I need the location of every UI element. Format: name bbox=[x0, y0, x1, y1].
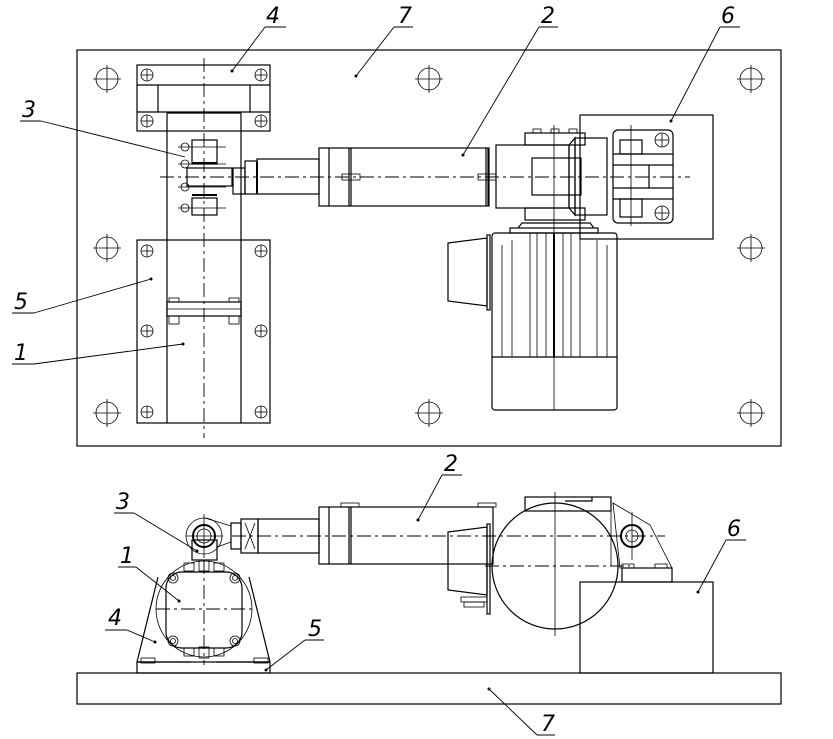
callout-6-elev: 6 bbox=[696, 517, 746, 594]
callout-7-elev: 7 bbox=[487, 687, 555, 737]
mounting-hole-icon bbox=[93, 234, 121, 262]
mounting-hole-icon bbox=[93, 399, 121, 427]
plan-actuator-mount bbox=[579, 114, 714, 240]
elev-gearbox-motor bbox=[485, 492, 673, 636]
mounting-hole-icon bbox=[737, 399, 765, 427]
callout-3-elev: 3 bbox=[114, 490, 199, 553]
mounting-hole-icon bbox=[415, 399, 443, 427]
elev-base-plate bbox=[76, 672, 782, 705]
elevation-view bbox=[76, 492, 782, 705]
plan-base-holes bbox=[93, 65, 765, 427]
callout-2-plan: 2 bbox=[461, 4, 558, 157]
callout-1-plan: 1 bbox=[12, 341, 185, 366]
callout-label: 6 bbox=[727, 517, 741, 542]
mounting-hole-icon bbox=[415, 65, 443, 93]
plan-support-bracket bbox=[136, 64, 271, 132]
callout-label: 2 bbox=[444, 452, 458, 477]
elev-shaft-housing bbox=[156, 559, 252, 665]
elev-actuator-mount bbox=[579, 581, 714, 674]
callout-label: 3 bbox=[116, 490, 130, 515]
callout-label: 5 bbox=[308, 617, 322, 642]
callout-5-plan: 5 bbox=[12, 277, 153, 315]
callout-label: 1 bbox=[14, 341, 28, 366]
callout-7-plan: 7 bbox=[354, 4, 413, 78]
elev-actuator bbox=[230, 502, 665, 615]
callout-label: 7 bbox=[398, 4, 412, 29]
plan-gearbox-motor bbox=[447, 125, 618, 411]
callout-label: 3 bbox=[22, 98, 36, 123]
plan-view bbox=[76, 49, 782, 447]
callout-label: 4 bbox=[266, 4, 280, 29]
mounting-hole-icon bbox=[93, 65, 121, 93]
plan-shaft-housing bbox=[166, 58, 242, 438]
callout-label: 7 bbox=[541, 712, 555, 737]
plan-actuator bbox=[232, 147, 497, 207]
callout-4-elev: 4 bbox=[105, 606, 157, 644]
callout-2-elev: 2 bbox=[416, 452, 462, 522]
callout-1-elev: 1 bbox=[118, 544, 181, 603]
plan-clevis bbox=[160, 139, 690, 216]
callout-label: 6 bbox=[721, 4, 735, 29]
callout-4-plan: 4 bbox=[230, 4, 286, 73]
elev-clevis bbox=[185, 514, 232, 561]
callout-label: 4 bbox=[108, 606, 122, 631]
mounting-hole-icon bbox=[737, 234, 765, 262]
plan-base-plate bbox=[76, 49, 782, 447]
callout-label: 1 bbox=[120, 544, 134, 569]
mounting-hole-icon bbox=[737, 65, 765, 93]
elev-support-bracket bbox=[136, 560, 271, 674]
callout-5-elev: 5 bbox=[264, 617, 324, 672]
callout-6-plan: 6 bbox=[669, 4, 740, 123]
callout-3-plan: 3 bbox=[20, 98, 186, 158]
callout-label: 5 bbox=[14, 290, 28, 315]
callouts: 4 7 2 6 3 5 bbox=[12, 4, 746, 737]
plan-bearing-pad bbox=[136, 239, 271, 424]
callout-label: 2 bbox=[541, 4, 555, 29]
